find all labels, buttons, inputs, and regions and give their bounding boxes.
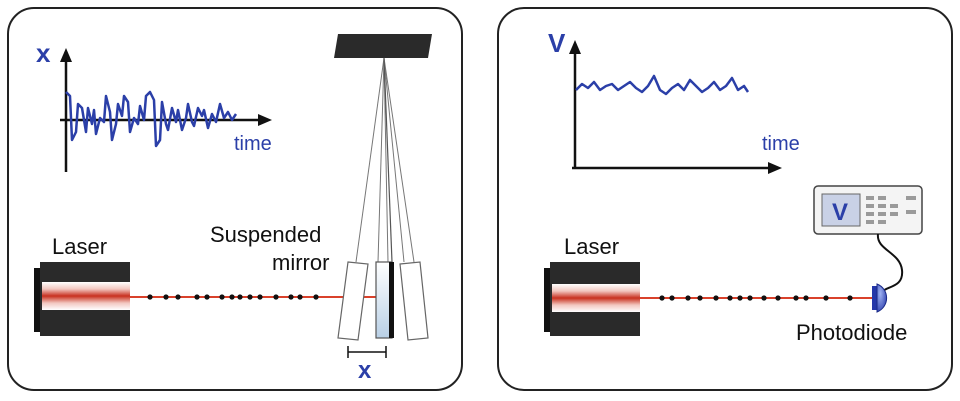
laser-label: Laser	[52, 234, 107, 259]
laser-left: Laser	[34, 234, 130, 336]
x-axis-label: time	[762, 133, 800, 155]
left-panel: x time Laser	[7, 7, 463, 391]
mirror-swing-left	[337, 261, 369, 341]
mirror-coating	[389, 262, 394, 338]
laser-right: Laser	[544, 234, 640, 336]
x-axis-arrow	[258, 114, 272, 126]
voltmeter-display	[821, 193, 861, 227]
laser-beam-core	[552, 284, 640, 312]
photodiode-label: Photodiode	[796, 320, 907, 345]
voltage-plot: V time	[548, 28, 800, 174]
x-axis-label: time	[234, 133, 272, 155]
y-axis-label: V	[548, 28, 566, 58]
y-axis-arrow	[569, 40, 581, 54]
photon-dots	[659, 295, 853, 301]
displacement-trace	[65, 90, 238, 148]
photodiode: Photodiode	[796, 283, 907, 345]
photodiode-base	[872, 286, 877, 310]
voltmeter-display-text: V	[832, 199, 848, 226]
voltmeter-buttons	[866, 196, 916, 224]
laser-label: Laser	[564, 234, 619, 259]
beam-left	[130, 294, 380, 300]
displacement-plot: x time	[36, 38, 272, 172]
voltage-trace	[575, 74, 750, 96]
y-axis-label: x	[36, 38, 51, 68]
y-axis-arrow	[60, 48, 72, 62]
x-axis-arrow	[768, 162, 782, 174]
beam-right	[640, 295, 874, 301]
displacement-label: x	[358, 357, 372, 384]
photodiode-dome	[876, 283, 888, 313]
suspended-mirror: Suspended mirror x	[210, 34, 432, 384]
right-panel: V time V Laser	[497, 7, 953, 391]
laser-back-plate	[544, 268, 554, 332]
laser-beam-core	[42, 282, 130, 310]
mirror-label-line1: Suspended	[210, 222, 321, 247]
ceiling-mount	[334, 34, 432, 58]
meter-cable	[876, 233, 904, 293]
mirror-swing-right	[399, 261, 429, 341]
photon-dots	[147, 294, 319, 300]
laser-back-plate	[34, 268, 44, 332]
mirror-label-line2: mirror	[272, 250, 329, 275]
voltmeter: V	[813, 185, 923, 293]
